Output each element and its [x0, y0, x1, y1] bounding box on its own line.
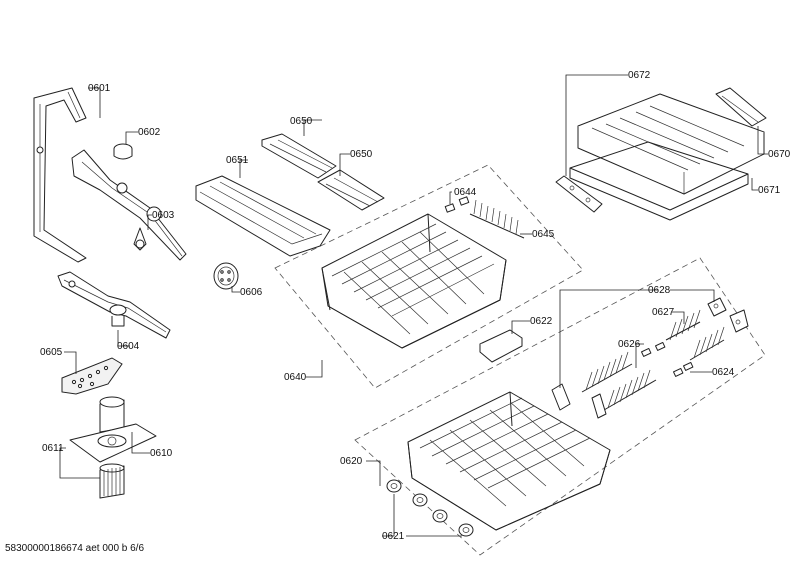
label-0624: 0624 — [712, 367, 735, 378]
holder-0622[interactable] — [479, 329, 523, 363]
rack-fitting-0628-a[interactable] — [707, 297, 727, 317]
tine-row-0627-a[interactable] — [665, 309, 701, 341]
label-0604: 0604 — [117, 341, 140, 352]
clip-0644[interactable] — [444, 196, 470, 213]
wheel-0621-a[interactable] — [386, 479, 402, 493]
lower-basket-0620[interactable] — [407, 391, 611, 531]
cutlery-rack-0672[interactable] — [577, 93, 765, 195]
tine-row-0626-b[interactable] — [603, 369, 657, 411]
wheel-0621-d[interactable] — [458, 523, 474, 537]
label-0650-a: 0650 — [290, 116, 313, 127]
nozzle-nut-0602[interactable] — [113, 143, 133, 160]
label-0611: 0611 — [42, 443, 64, 454]
clip-0624-a[interactable] — [641, 341, 666, 357]
lower-spray-arm-0604[interactable] — [57, 271, 171, 339]
label-0644: 0644 — [454, 187, 477, 198]
tine-row-0626-a[interactable] — [581, 351, 633, 393]
rack-handle-0670[interactable] — [715, 87, 767, 127]
label-0651: 0651 — [226, 155, 249, 166]
label-0670: 0670 — [768, 149, 791, 160]
rack-insert-0650-left[interactable] — [261, 133, 337, 179]
supply-pipe-0601[interactable] — [33, 87, 87, 263]
tine-row-0645[interactable] — [469, 199, 525, 239]
label-0626: 0626 — [618, 339, 641, 350]
wheel-0621-c[interactable] — [432, 509, 448, 523]
cutlery-tray-0651[interactable] — [195, 175, 331, 257]
upper-basket-group-outline — [274, 164, 584, 389]
label-0606: 0606 — [240, 287, 263, 298]
rail-slide-0671[interactable] — [555, 175, 603, 213]
rail-frame-0671[interactable] — [569, 141, 749, 221]
rack-insert-0650-right[interactable] — [317, 169, 385, 211]
filter-plate-0605[interactable] — [61, 357, 123, 395]
label-0621: 0621 — [382, 531, 405, 542]
clip-0624-b[interactable] — [673, 361, 694, 377]
label-0610: 0610 — [150, 448, 173, 459]
label-0622: 0622 — [530, 316, 553, 327]
cylinder-filter-0611[interactable] — [99, 463, 125, 499]
label-0605: 0605 — [40, 347, 63, 358]
label-0627: 0627 — [652, 307, 675, 318]
tine-row-0627-b[interactable] — [689, 326, 725, 361]
label-0602: 0602 — [138, 127, 161, 138]
label-0672: 0672 — [628, 70, 651, 81]
rack-fitting-0628-c[interactable] — [551, 383, 607, 419]
drawing-reference-text: 58300000186674 aet 000 b 6/6 — [5, 543, 145, 554]
wheel-0621-b[interactable] — [412, 493, 428, 507]
label-0671: 0671 — [758, 185, 781, 196]
label-0645: 0645 — [532, 229, 555, 240]
label-0650-b: 0650 — [350, 149, 373, 160]
label-0620: 0620 — [340, 456, 363, 467]
label-0603: 0603 — [152, 210, 175, 221]
rack-fitting-0628-b[interactable] — [729, 309, 749, 333]
upper-basket-0640[interactable] — [321, 213, 507, 349]
filter-assembly-0610[interactable] — [69, 396, 157, 463]
label-0640: 0640 — [284, 372, 307, 383]
label-0601: 0601 — [88, 83, 111, 94]
upper-spray-arm-0603[interactable] — [71, 149, 187, 261]
disc-0606[interactable] — [213, 262, 239, 290]
part-labels: 0601 0602 0603 0604 0605 0606 0610 0611 … — [40, 70, 791, 542]
leader-lines — [59, 74, 768, 537]
label-0628: 0628 — [648, 285, 671, 296]
